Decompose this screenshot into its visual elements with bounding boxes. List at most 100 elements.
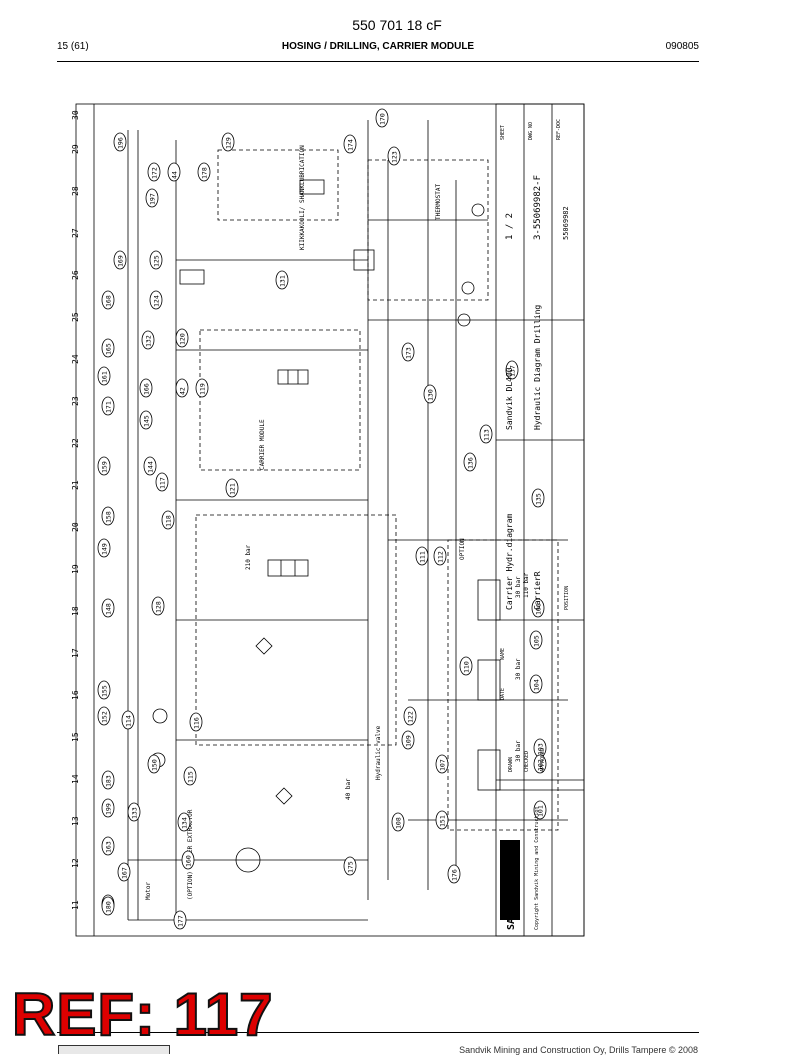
zone-12: 12 [71, 858, 80, 868]
callout-circle [121, 710, 135, 730]
callout-number: 159 [101, 461, 109, 473]
callout-number: 166 [143, 383, 151, 395]
callout-circle [221, 132, 235, 152]
callout-circle [531, 488, 545, 508]
label-40bar: 40 bar [345, 778, 352, 800]
callout-number: 119 [199, 383, 207, 395]
callout-circle [275, 270, 289, 290]
callout-circle [97, 456, 111, 476]
col-name: NAME [500, 648, 506, 660]
callout-number: 123 [391, 151, 399, 163]
label-30bar-1: 30 bar [515, 576, 522, 598]
callout-circle [401, 342, 415, 362]
label-lubrication: KIIKKAKOOLI/ SHANKLUBRICATION [299, 145, 306, 250]
sandvik-logo-block [500, 840, 520, 920]
zone-16: 16 [71, 690, 80, 700]
product-name: Sandvik DL400 [505, 367, 514, 430]
callout-circle [97, 366, 111, 386]
callout-circle [177, 812, 191, 832]
callout-number: 106 [535, 603, 543, 615]
callout-circle [435, 754, 449, 774]
callout-number: 120 [179, 333, 187, 345]
callout-number: 163 [105, 841, 113, 853]
ref-label: REF-DOC [556, 119, 562, 140]
callout-number: 165 [105, 343, 113, 355]
callout-number: 116 [193, 717, 201, 729]
callout-number: 180 [105, 901, 113, 913]
callout-number: 132 [145, 335, 153, 347]
callout-circle [175, 328, 189, 348]
carrier-module-box [199, 329, 361, 471]
callout-circle [225, 478, 239, 498]
callout-circle [127, 802, 141, 822]
callout-number: 117 [159, 477, 167, 489]
ref-watermark: REF: 117 [11, 981, 274, 1048]
zone-20: 20 [71, 522, 80, 532]
position-label: POSITION [564, 586, 570, 610]
callout-circle [195, 378, 209, 398]
callout-number: 110 [463, 661, 471, 673]
label-thermostat: THERMOSTAT [435, 183, 442, 220]
callout-circle [401, 730, 415, 750]
callout-circle [459, 656, 473, 676]
callout-number: 149 [101, 543, 109, 555]
callout-number: 158 [105, 511, 113, 523]
callout-number: 128 [155, 601, 163, 613]
callout-circle [101, 598, 115, 618]
zone-13: 13 [71, 816, 80, 826]
callout-number: 125 [153, 255, 161, 267]
callout-number: 161 [101, 371, 109, 383]
callout-circle [531, 598, 545, 618]
callout-circle [173, 910, 187, 930]
callout-circle [101, 836, 115, 856]
callout-number: 112 [437, 551, 445, 563]
callout-circle [149, 290, 163, 310]
callout-circle [435, 810, 449, 830]
callout-number: 130 [427, 389, 435, 401]
thermostat-box [367, 159, 489, 301]
callout-circle [147, 162, 161, 182]
callout-circle [101, 506, 115, 526]
callout-circle [387, 146, 401, 166]
callout-number: 196 [117, 137, 125, 149]
callout-number: 150 [151, 759, 159, 771]
section-title: HOSING / DRILLING, CARRIER MODULE [281, 41, 475, 52]
zone-14: 14 [71, 774, 80, 784]
callout-circle [447, 864, 461, 884]
zone-15: 15 [71, 732, 80, 742]
callout-number: 172 [151, 167, 159, 179]
callout-circle [101, 798, 115, 818]
callout-circle [433, 546, 447, 566]
col-date: DATE [500, 688, 506, 700]
callout-circle [149, 250, 163, 270]
callout-circle [139, 410, 153, 430]
zone-17: 17 [71, 648, 80, 658]
callout-number: 137 [509, 365, 517, 377]
callout-circle [101, 290, 115, 310]
callout-number: 107 [439, 759, 447, 771]
callout-circle [141, 330, 155, 350]
callout-number: 115 [187, 771, 195, 783]
callout-number: 171 [105, 401, 113, 413]
copyright-text: Copyright Sandvik Mining and Constructio… [534, 807, 540, 930]
callout-number: 131 [279, 275, 287, 287]
callout-number: 152 [101, 711, 109, 723]
callout-circle [167, 162, 181, 182]
callout-circle [97, 538, 111, 558]
zone-26: 26 [71, 270, 80, 280]
callout-circle [143, 456, 157, 476]
callout-number: 104 [533, 679, 541, 691]
sheet-label: SHEET [500, 125, 506, 140]
label-210bar: 210 bar [245, 544, 252, 570]
callout-circle [505, 360, 519, 380]
callout-number: 174 [347, 139, 355, 151]
callout-circle [463, 452, 477, 472]
callout-number: 178 [201, 167, 209, 179]
callout-circle [175, 378, 189, 398]
callout-number: 109 [405, 735, 413, 747]
callout-number: 124 [153, 295, 161, 307]
callout-circle [415, 546, 429, 566]
callout-number: 105 [533, 635, 541, 647]
callout-number: 170 [379, 113, 387, 125]
callout-number: 151 [439, 815, 447, 827]
